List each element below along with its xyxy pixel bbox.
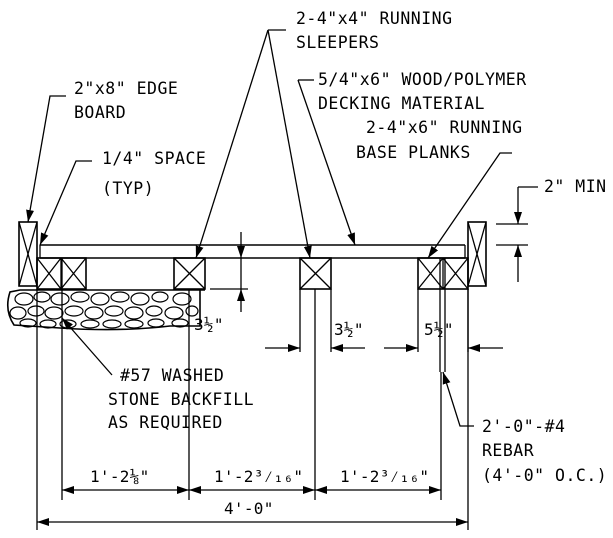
edge-board-label-line2: BOARD <box>74 103 126 122</box>
edge-board-right <box>467 221 487 287</box>
decking-label-line2: DECKING MATERIAL <box>318 94 485 113</box>
space-label-line1: 1/4" SPACE <box>102 149 206 168</box>
base-plank-right <box>417 257 469 290</box>
dimension-texts: 3½" 3½" 5½" 1'-2⅛" 1'-2³⁄₁₆" 1'-2³⁄₁₆" 4… <box>90 315 454 518</box>
extension-lines <box>36 223 528 530</box>
edge-board-label-line1: 2"x8" EDGE <box>74 79 178 98</box>
backfill-label-line3: AS REQUIRED <box>108 413 223 432</box>
decking-label-line1: 5/4"x6" WOOD/POLYMER <box>318 70 527 89</box>
deck-structure <box>6 221 487 372</box>
rebar <box>439 258 446 372</box>
callout-labels: 2-4"x4" RUNNING SLEEPERS 5/4"x6" WOOD/PO… <box>74 9 607 485</box>
span-1-dim: 1'-2⅛" <box>90 467 150 486</box>
rebar-label-line2: REBAR <box>482 441 534 460</box>
sleepers-label-line1: 2-4"x4" RUNNING <box>296 9 453 28</box>
leader-lines <box>26 29 538 427</box>
min-clearance-label: 2" MIN <box>544 177 607 196</box>
sleeper-2 <box>299 257 332 290</box>
base-planks-label-line2: BASE PLANKS <box>356 143 471 162</box>
base-planks-label-line1: 2-4"x6" RUNNING <box>366 118 523 137</box>
sleeper-width-dim: 3½" <box>334 320 364 339</box>
edge-board-left <box>18 221 38 287</box>
sleeper-height-dim: 3½" <box>194 315 224 334</box>
space-label-line2: (TYP) <box>102 179 154 198</box>
rebar-label-line1: 2'-0"-#4 <box>482 417 565 436</box>
decking-board <box>39 244 466 259</box>
overall-width-dim: 4'-0" <box>224 499 274 518</box>
sleeper-1 <box>173 257 206 290</box>
plank-width-dim: 5½" <box>424 320 454 339</box>
span-2-dim: 1'-2³⁄₁₆" <box>214 467 303 486</box>
sleepers-label-line2: SLEEPERS <box>296 33 379 52</box>
backfill-label-line2: STONE BACKFILL <box>108 390 254 409</box>
span-3-dim: 1'-2³⁄₁₆" <box>340 467 429 486</box>
rebar-label-line3: (4'-0" O.C.) <box>482 466 607 485</box>
backfill-label-line1: #57 WASHED <box>120 366 224 385</box>
dimension-lines <box>37 187 522 526</box>
